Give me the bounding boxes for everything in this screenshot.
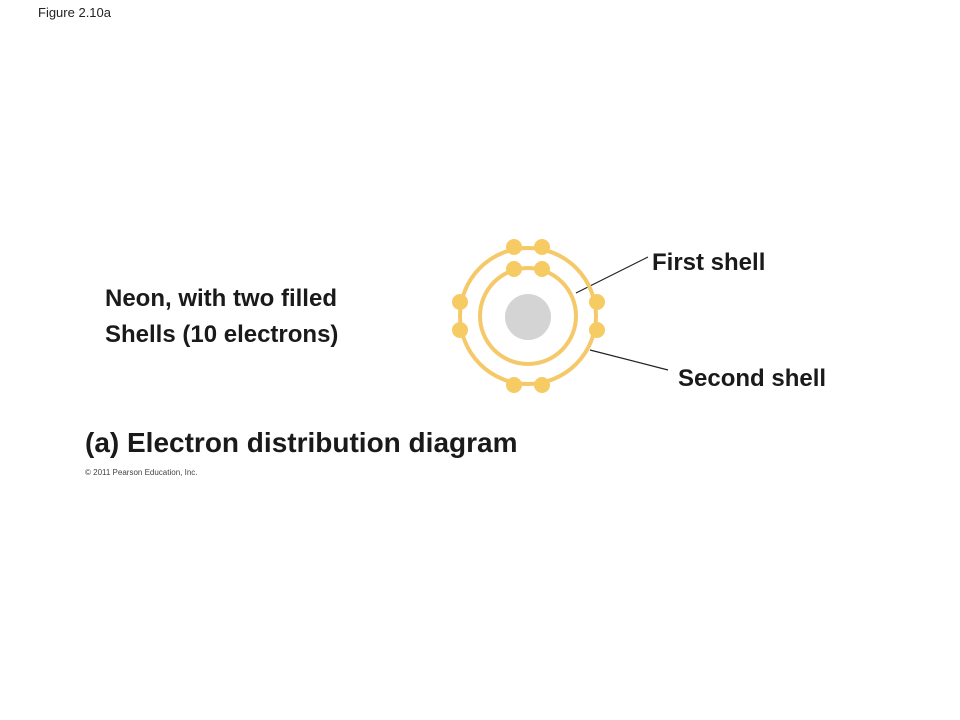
first-shell-electrons bbox=[506, 261, 550, 277]
first-shell-ring bbox=[478, 266, 578, 366]
electron bbox=[534, 239, 550, 255]
second-shell-electrons bbox=[452, 239, 605, 393]
electron bbox=[589, 294, 605, 310]
first-shell-leader-line bbox=[575, 256, 649, 294]
electron bbox=[534, 261, 550, 277]
second-shell-leader-line bbox=[589, 349, 669, 371]
electron bbox=[452, 294, 468, 310]
nucleus bbox=[505, 294, 551, 340]
description-line-2: Shells (10 electrons) bbox=[105, 321, 339, 348]
first-shell-label: First shell bbox=[652, 249, 766, 276]
description-line-1: Neon, with two filled bbox=[105, 285, 337, 312]
electron bbox=[534, 377, 550, 393]
atom-description: Neon, with two filled Shells (10 electro… bbox=[105, 281, 338, 353]
second-shell-ring bbox=[458, 246, 598, 386]
electron bbox=[506, 261, 522, 277]
electron bbox=[452, 322, 468, 338]
second-shell-label: Second shell bbox=[678, 365, 827, 392]
electron bbox=[506, 239, 522, 255]
electron bbox=[506, 377, 522, 393]
figure-caption: (a) Electron distribution diagram bbox=[85, 427, 518, 458]
electron bbox=[589, 322, 605, 338]
figure-number: Figure 2.10a bbox=[38, 5, 111, 20]
copyright-notice: © 2011 Pearson Education, Inc. bbox=[85, 468, 198, 477]
